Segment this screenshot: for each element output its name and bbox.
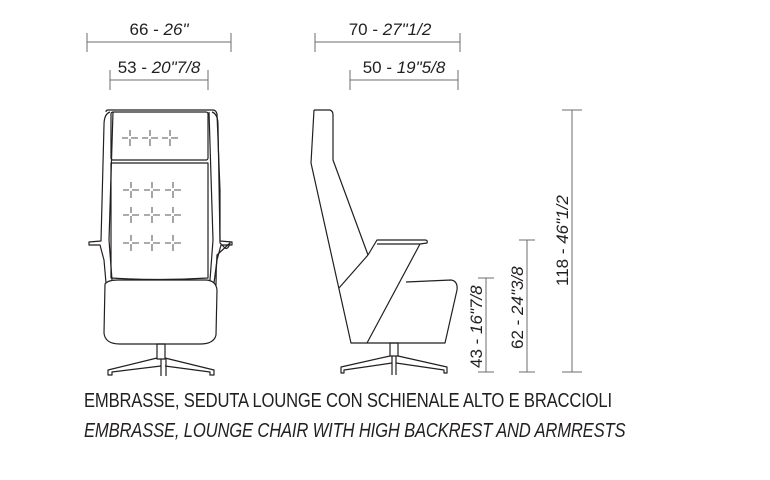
dimension-front-seat-width: 53 - 20"7/8 [109,58,209,90]
svg-text:62 - 24"3/8: 62 - 24"3/8 [508,266,527,349]
side-base-legs [340,355,448,374]
side-base-stem [389,342,399,357]
svg-text:66 - 26": 66 - 26" [130,20,190,39]
base-stem [156,343,166,360]
side-seat-front [367,279,458,344]
base-legs [107,357,215,376]
side-view [310,109,458,375]
dimension-side-seat-depth: 50 - 19"5/8 [349,58,459,90]
seat-cushion [103,279,218,345]
dimension-armrest-height: 62 - 24"3/8 [508,239,535,373]
dimension-overall-height: 118 - 46"1/2 [553,109,582,373]
tufting-buttons [122,130,181,251]
svg-text:118 - 46"1/2: 118 - 46"1/2 [553,195,572,286]
svg-text:50 - 19"5/8: 50 - 19"5/8 [363,58,446,77]
dimension-side-overall-depth: 70 - 27"1/2 [314,20,461,52]
dimension-front-overall-width: 66 - 26" [86,20,232,52]
front-view [88,109,233,376]
side-armrest [366,239,428,344]
svg-text:43 - 16"7/8: 43 - 16"7/8 [467,285,486,368]
back-cushion [110,162,209,281]
svg-text:53 - 20"7/8: 53 - 20"7/8 [118,58,201,77]
headrest-cushion [110,111,209,161]
caption-english: EMBRASSE, LOUNGE CHAIR WITH HIGH BACKRES… [84,420,626,442]
side-backrest [314,109,369,256]
caption-italian: EMBRASSE, SEDUTA LOUNGE CON SCHIENALE AL… [84,390,612,412]
dimension-seat-height: 43 - 16"7/8 [467,277,494,373]
svg-text:70 - 27"1/2: 70 - 27"1/2 [349,20,432,39]
